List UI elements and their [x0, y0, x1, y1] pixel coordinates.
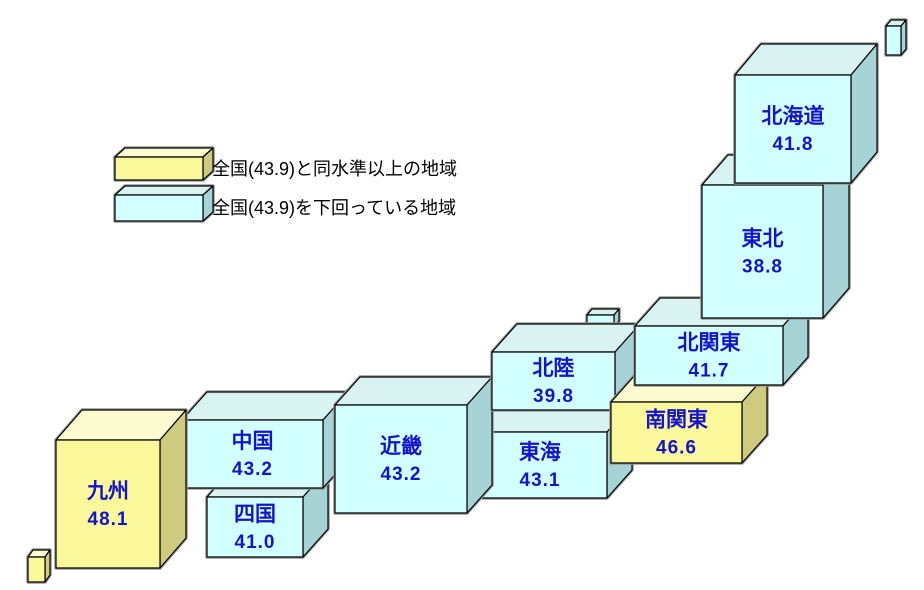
kitakanto-name: 北関東: [678, 332, 741, 355]
kinki-name: 近畿: [380, 434, 422, 458]
hokkaido-box-front-face: [734, 74, 852, 184]
chugoku-value: 43.2: [232, 459, 273, 480]
hokkaido-name: 北海道: [762, 104, 825, 128]
legend-swatch-below: [113, 184, 215, 223]
legend-label-below: 全国(43.9)を下回っている地域: [212, 198, 456, 218]
kitakanto-value: 41.7: [689, 361, 730, 382]
kinki-box-top-face: [334, 376, 493, 406]
hokkaido-value: 41.8: [773, 134, 814, 155]
shikoku-box-front-face: [206, 496, 304, 558]
shikoku-value: 41.0: [235, 532, 276, 553]
kinki-value: 43.2: [381, 464, 422, 485]
legend-swatch-above-top-face: [114, 147, 214, 158]
legend-swatch-below-front-face: [114, 194, 204, 222]
kyushu-box-front-face: [55, 439, 161, 569]
island-northeast-box-side-face: [900, 19, 907, 56]
minamikanto-name: 南関東: [645, 408, 708, 432]
legend-swatch-above-front-face: [114, 156, 204, 181]
legend-swatch-above: [113, 146, 215, 182]
kitakanto-box-front-face: [634, 325, 784, 386]
kinki-box: 近畿 43.2: [333, 375, 494, 515]
kyushu-value: 48.1: [88, 509, 129, 530]
legend: 全国(43.9)と同水準以上の地域 全国(43.9)を下回っている地域: [113, 146, 457, 223]
chugoku-box: 中国 43.2: [180, 390, 350, 490]
island-southwest-box-front-face: [27, 556, 46, 583]
hokuriku-value: 39.8: [533, 386, 574, 407]
legend-label-above: 全国(43.9)と同水準以上の地域: [212, 159, 457, 179]
hokkaido-box: 北海道 41.8: [733, 42, 879, 185]
legend-swatch-below-top-face: [114, 185, 214, 196]
hokuriku-name: 北陸: [533, 357, 575, 380]
legend-swatches: [113, 146, 215, 223]
shikoku-name: 四国: [234, 503, 276, 526]
shikoku-box: 四国 41.0: [205, 467, 330, 559]
tokai-name: 東海: [519, 440, 561, 464]
kinki-box-front-face: [334, 404, 468, 514]
island-southwest-box: [26, 548, 52, 584]
tohoku-name: 東北: [742, 228, 784, 251]
chugoku-name: 中国: [232, 430, 274, 453]
tokai-value: 43.1: [520, 470, 561, 491]
kyushu-name: 九州: [86, 480, 129, 503]
islands-layer: [26, 18, 908, 584]
minamikanto-box-front-face: [610, 401, 743, 464]
island-northeast-box: [884, 18, 908, 57]
minamikanto-box: 南関東 46.6: [609, 372, 769, 465]
tohoku-box-front-face: [701, 184, 824, 319]
regions-layer: 四国 41.0 中国 43.2 九州 48.1 東海 43.1 近畿 43.2 北陸 39.8 南関東 4…: [54, 42, 879, 570]
kyushu-box: 九州 48.1: [54, 408, 188, 570]
island-northeast-box-front-face: [885, 25, 902, 56]
tokai-box: 東海 43.1: [471, 402, 634, 500]
chugoku-box-top-face: [181, 391, 349, 421]
tohoku-value: 38.8: [742, 257, 783, 278]
minamikanto-value: 46.6: [656, 438, 697, 459]
hokuriku-box-top-face: [491, 323, 641, 353]
